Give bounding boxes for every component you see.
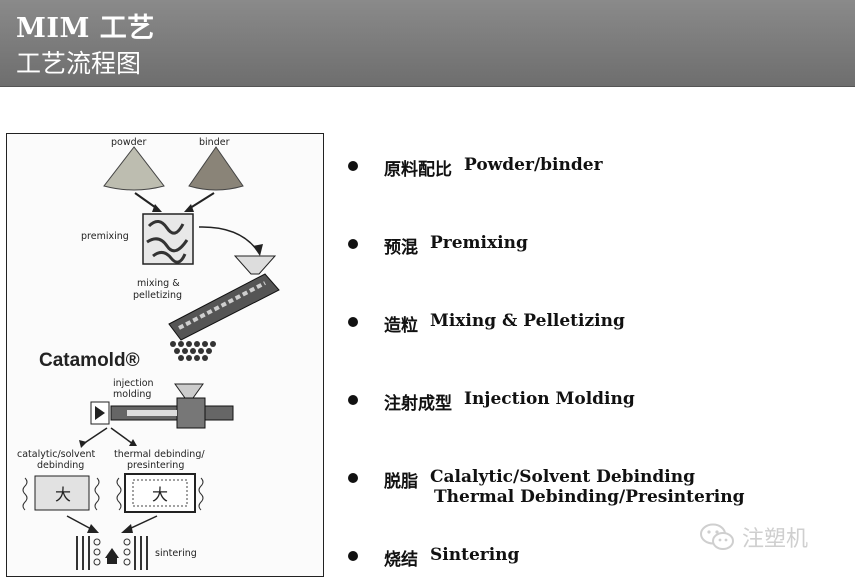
bullet-icon: [348, 317, 358, 327]
svg-text:大: 大: [55, 485, 71, 504]
bullet-icon: [348, 473, 358, 483]
label-sintering: sintering: [155, 548, 197, 559]
label-thermal-2: presintering: [127, 460, 184, 471]
bullet-icon: [348, 551, 358, 561]
pellets: [170, 341, 216, 361]
screw: [178, 281, 266, 330]
list-item: 原料配比 Powder/binder: [348, 155, 603, 180]
title-banner: MIM 工艺 工艺流程图: [0, 0, 855, 87]
label-binder: binder: [199, 137, 230, 148]
catalytic-box: [34, 475, 90, 511]
catamold-logo: Catamold®: [39, 350, 140, 371]
arrow-to-hopper: [198, 226, 258, 251]
hopper: [233, 255, 277, 275]
page-subtitle: 工艺流程图: [16, 49, 142, 78]
sintering-furnace: [76, 536, 148, 570]
list-item: 脱脂 Calalytic/Solvent Debinding Thermal D…: [348, 467, 745, 507]
bullet-icon: [348, 395, 358, 405]
list-item: 造粒 Mixing & Pelletizing: [348, 311, 625, 336]
list-item: 注射成型 Injection Molding: [348, 389, 635, 414]
process-flow-figure: powder binder premixing mixing & pelleti…: [6, 133, 324, 577]
label-mixing-2: pelletizing: [133, 290, 182, 301]
label-injection-1: injection: [113, 378, 154, 389]
label-catalytic-1: catalytic/solvent: [17, 449, 96, 460]
binder-cone: [188, 146, 244, 191]
process-diagram: powder binder premixing mixing & pelleti…: [17, 137, 280, 570]
watermark-text: 注塑机: [742, 527, 809, 552]
powder-cone: [103, 146, 165, 191]
label-powder: powder: [111, 137, 146, 148]
label-mixing-1: mixing &: [137, 278, 180, 289]
label-premixing: premixing: [81, 231, 129, 242]
watermark: 注塑机: [700, 521, 808, 553]
label-injection-2: molding: [113, 389, 151, 400]
wechat-icon: [700, 523, 734, 550]
svg-text:大: 大: [152, 485, 168, 504]
list-item: 烧结 Sintering: [348, 545, 519, 570]
page-title: MIM 工艺: [16, 13, 155, 44]
list-item: 预混 Premixing: [348, 233, 528, 258]
bullet-icon: [348, 161, 358, 171]
label-thermal-1: thermal debinding/: [114, 449, 205, 460]
label-catalytic-2: debinding: [37, 460, 84, 471]
extruder-barrel: [168, 273, 280, 341]
injection-hopper: [174, 383, 204, 399]
bullet-icon: [348, 239, 358, 249]
